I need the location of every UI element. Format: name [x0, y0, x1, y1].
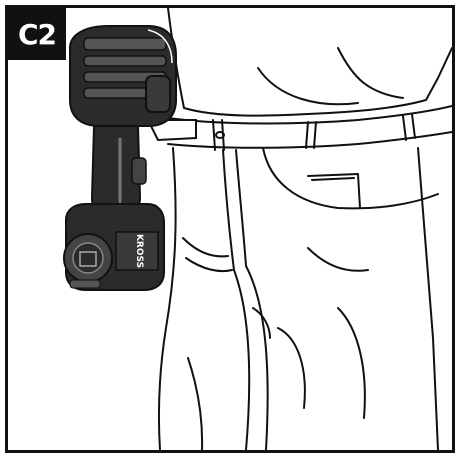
illustration: KROSS	[63, 8, 452, 450]
person-jeans	[157, 8, 452, 450]
impact-driver: KROSS	[63, 25, 197, 291]
step-label: C2	[8, 8, 66, 60]
tool-brand-text: KROSS	[134, 234, 144, 268]
illustration-frame: C2	[5, 5, 455, 453]
